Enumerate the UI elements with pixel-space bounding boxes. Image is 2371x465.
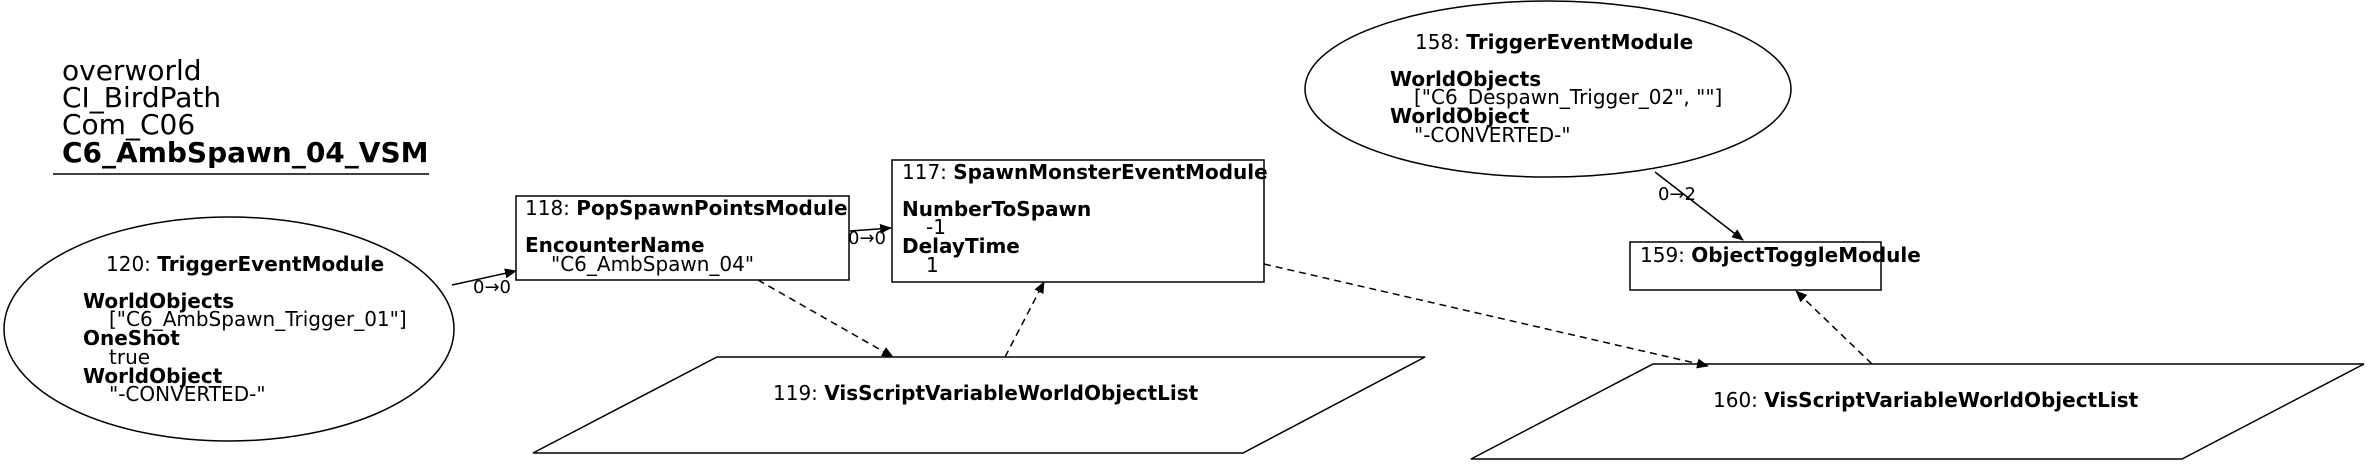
node-120-val-worldobjects: ["C6_AmbSpawn_Trigger_01"] (109, 307, 407, 331)
edge-118-117 (849, 223, 892, 234)
edge-label-118-117: 0→0 (848, 228, 886, 249)
node-120-name: TriggerEventModule (157, 252, 384, 276)
node-117-id: 117: (902, 160, 953, 184)
node-118-pop-spawn-points-module[interactable]: 118: PopSpawnPointsModule EncounterName … (515, 195, 850, 281)
node-120-key-worldobjects: WorldObjects (83, 289, 234, 313)
node-158-val-worldobjects: ["C6_Despawn_Trigger_02", ""] (1414, 85, 1722, 109)
node-117-name: SpawnMonsterEventModule (953, 160, 1267, 184)
node-159-id: 159: (1640, 243, 1691, 267)
node-117-val-delaytime: 1 (926, 253, 939, 277)
node-159-object-toggle-module[interactable]: 159: ObjectToggleModule (1629, 241, 1921, 291)
node-117-key-numbertospawn: NumberToSpawn (902, 197, 1091, 221)
node-120-key-worldobject: WorldObject (83, 364, 223, 388)
node-158-key-worldobject: WorldObject (1390, 104, 1530, 128)
title-line-1: overworld (62, 54, 202, 87)
node-158-id: 158: (1415, 30, 1466, 54)
edge-label-120-118: 0→0 (473, 277, 511, 298)
node-159-header: 159: ObjectToggleModule (1640, 243, 1921, 267)
node-158-val-worldobject: "-CONVERTED-" (1414, 123, 1571, 147)
edge-119-117 (1004, 281, 1045, 358)
node-120-key-oneshot: OneShot (83, 326, 180, 350)
node-119-name: VisScriptVariableWorldObjectList (824, 381, 1198, 405)
graph-title: overworld CI_BirdPath Com_C06 C6_AmbSpaw… (53, 54, 429, 175)
edge-160-159 (1795, 290, 1873, 365)
node-119-header: 119: VisScriptVariableWorldObjectList (773, 381, 1199, 405)
node-158-name: TriggerEventModule (1466, 30, 1693, 54)
edge-120-118 (451, 268, 517, 286)
node-120-trigger-event-module[interactable]: 120: TriggerEventModule WorldObjects ["C… (3, 216, 455, 442)
node-117-key-delaytime: DelayTime (902, 234, 1020, 258)
edge-117-160 (1263, 263, 1709, 369)
title-line-3: Com_C06 (62, 108, 195, 141)
node-120-val-oneshot: true (109, 345, 150, 369)
node-158-header: 158: TriggerEventModule (1415, 30, 1693, 54)
node-160-name: VisScriptVariableWorldObjectList (1764, 388, 2138, 412)
edges: 0→0 0→0 0→2 (451, 171, 1873, 369)
node-117-header: 117: SpawnMonsterEventModule (902, 160, 1268, 184)
node-118-val-encountername: "C6_AmbSpawn_04" (551, 252, 754, 276)
title-line-2: CI_BirdPath (62, 81, 221, 114)
node-117-spawn-monster-event-module[interactable]: 117: SpawnMonsterEventModule NumberToSpa… (891, 159, 1268, 283)
node-120-val-worldobject: "-CONVERTED-" (109, 382, 266, 406)
edge-158-159 (1654, 171, 1744, 241)
edge-label-158-159: 0→2 (1658, 184, 1696, 205)
node-117-val-numbertospawn: -1 (926, 215, 946, 239)
node-120-id: 120: (106, 252, 157, 276)
node-118-key-encountername: EncounterName (525, 233, 705, 257)
edge-118-119 (757, 279, 894, 358)
node-118-id: 118: (525, 196, 576, 220)
node-118-header: 118: PopSpawnPointsModule (525, 196, 848, 220)
node-119-vis-script-variable-world-object-list[interactable]: 119: VisScriptVariableWorldObjectList (532, 356, 1426, 454)
node-159-name: ObjectToggleModule (1691, 243, 1921, 267)
node-160-vis-script-variable-world-object-list[interactable]: 160: VisScriptVariableWorldObjectList (1470, 363, 2365, 460)
node-120-header: 120: TriggerEventModule (106, 252, 384, 276)
title-line-4: C6_AmbSpawn_04_VSM (62, 136, 429, 169)
node-158-key-worldobjects: WorldObjects (1390, 67, 1541, 91)
node-119-id: 119: (773, 381, 824, 405)
node-160-id: 160: (1713, 388, 1764, 412)
node-118-name: PopSpawnPointsModule (576, 196, 847, 220)
node-158-trigger-event-module[interactable]: 158: TriggerEventModule WorldObjects ["C… (1304, 0, 1792, 178)
node-160-header: 160: VisScriptVariableWorldObjectList (1713, 388, 2139, 412)
